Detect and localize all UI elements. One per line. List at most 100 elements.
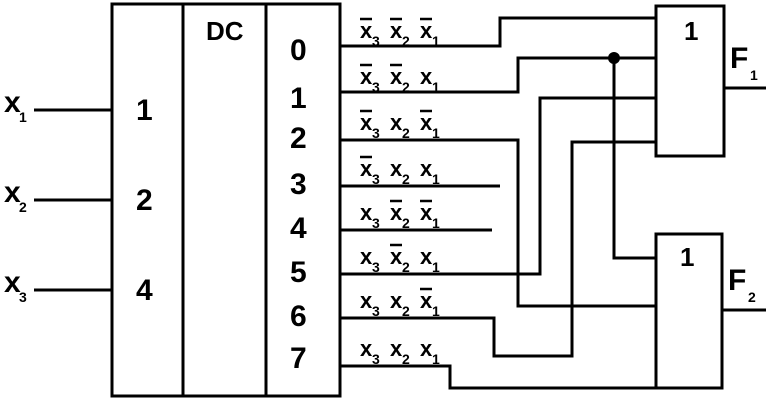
literal-index: 3 (372, 33, 380, 49)
gate-symbol: 1 (680, 242, 694, 272)
literal-var: x (390, 110, 403, 135)
gate-symbol: 1 (684, 16, 698, 46)
decoder-title: DC (206, 16, 244, 46)
decoder-output-6: 6 (290, 300, 307, 333)
decoder-output-numbers: 0 1 2 3 4 5 6 7 (290, 34, 307, 375)
literal-var: x (360, 200, 373, 225)
literal-var: x (360, 244, 373, 269)
literal-index: 3 (372, 259, 380, 275)
input-var: x (4, 86, 21, 119)
literal-var: x (360, 64, 373, 89)
literal-var: x (360, 110, 373, 135)
literal-var: x (390, 288, 403, 313)
literal-index: 1 (432, 79, 440, 95)
literal-var: x (390, 336, 403, 361)
input-label-x2: x2 (4, 176, 27, 215)
input-index: 1 (19, 109, 27, 125)
literal-index: 3 (372, 303, 380, 319)
decoder-output-1: 1 (290, 82, 307, 115)
literal-var: x (390, 244, 403, 269)
literal-index: 2 (402, 33, 410, 49)
decoder-output-3: 3 (290, 168, 307, 201)
decoder-output-7: 7 (290, 342, 307, 375)
input-label-x3: x3 (4, 266, 27, 305)
gate-output-index: 2 (748, 289, 756, 305)
literal-index: 2 (402, 79, 410, 95)
wire-out-6 (340, 140, 656, 358)
decoder-input-weights: 1 2 4 (136, 94, 153, 307)
literal-var: x (420, 64, 433, 89)
literal-index: 2 (402, 259, 410, 275)
literal-index: 3 (372, 125, 380, 141)
circuit-wires (34, 2, 766, 398)
literal-index: 2 (402, 125, 410, 141)
literal-var: x (360, 156, 373, 181)
decoder-output-4: 4 (290, 212, 307, 245)
literal-var: x (390, 200, 403, 225)
gate-output-name: F (728, 264, 746, 297)
literal-index: 1 (432, 259, 440, 275)
junction-dot (608, 52, 620, 64)
literal-var: x (420, 336, 433, 361)
input-label-x1: x1 (4, 86, 27, 125)
literal-index: 3 (372, 215, 380, 231)
decoder-output-5: 5 (290, 256, 307, 289)
literal-index: 1 (432, 33, 440, 49)
literal-var: x (420, 200, 433, 225)
decoder-weight-1: 1 (136, 94, 153, 127)
literal-index: 2 (402, 215, 410, 231)
input-var: x (4, 266, 21, 299)
literal-index: 1 (432, 303, 440, 319)
wire-out-1 (340, 56, 656, 94)
decoder-weight-4: 4 (136, 274, 153, 307)
literal-var: x (420, 244, 433, 269)
literal-index: 1 (432, 215, 440, 231)
or-gate-f1 (654, 4, 726, 158)
literal-var: x (420, 18, 433, 43)
literal-index: 2 (402, 171, 410, 187)
literal-var: x (420, 110, 433, 135)
wire-out-1-branch (612, 58, 656, 260)
literal-index: 1 (432, 171, 440, 187)
literal-var: x (420, 288, 433, 313)
input-index: 3 (19, 289, 27, 305)
wire-out-0 (340, 16, 656, 48)
decoder-output-2: 2 (290, 122, 307, 155)
wire-out-5 (340, 96, 656, 276)
literal-var: x (390, 64, 403, 89)
literal-index: 3 (372, 351, 380, 367)
literal-var: x (360, 336, 373, 361)
literal-var: x (360, 18, 373, 43)
literal-var: x (390, 18, 403, 43)
decoder-output-0: 0 (290, 34, 307, 67)
input-var: x (4, 176, 21, 209)
literal-var: x (390, 156, 403, 181)
literal-index: 1 (432, 125, 440, 141)
wire-out-2 (340, 138, 656, 308)
literal-index: 3 (372, 79, 380, 95)
input-index: 2 (19, 199, 27, 215)
literal-index: 3 (372, 171, 380, 187)
gate-output-index: 1 (750, 67, 758, 83)
literal-index: 2 (402, 351, 410, 367)
literal-var: x (360, 288, 373, 313)
literal-index: 2 (402, 303, 410, 319)
decoder-weight-2: 2 (136, 184, 153, 217)
wire-out-7 (340, 364, 656, 390)
gate-output-name: F (730, 42, 748, 75)
